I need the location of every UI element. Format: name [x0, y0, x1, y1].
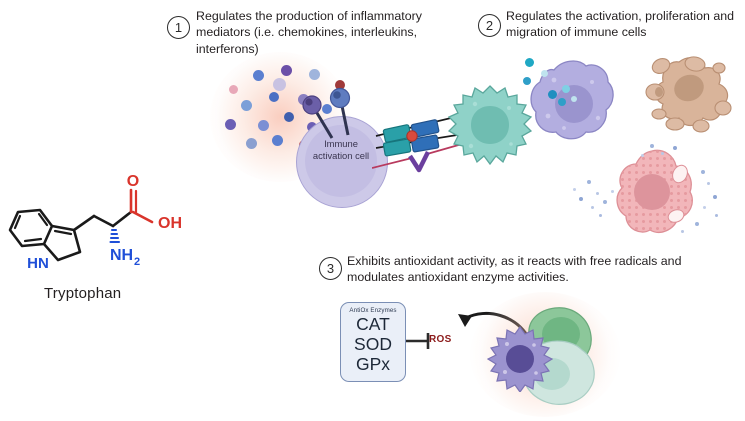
panel-2-number-badge: 2 — [478, 14, 501, 37]
tryptophan-label: Tryptophan — [44, 285, 122, 302]
enzyme-gpx: GPx — [355, 354, 391, 374]
panel-2-number: 2 — [478, 14, 501, 37]
tryptophan-svg: HN O OH NH 2 — [8, 173, 182, 272]
enzyme-cat: CAT — [356, 314, 390, 334]
panel-3-number-badge: 3 — [319, 257, 342, 280]
inhibition-arrow — [406, 333, 430, 349]
panel-3-number: 3 — [319, 257, 342, 280]
panel-2-text: Regulates the activation, proliferation … — [506, 9, 734, 40]
purple-spiky-cell — [486, 325, 554, 394]
antiox-enzyme-box: AntiOx Enzymes CAT SOD GPx — [340, 302, 406, 382]
immune-cell-label: Immune activation cell — [312, 138, 370, 161]
immune-activation-cell: Immune activation cell — [296, 116, 388, 208]
amine-label: NH — [110, 247, 133, 264]
panel-1-number: 1 — [167, 16, 190, 39]
panel-1-text: Regulates the production of inflammatory… — [196, 9, 422, 56]
enzyme-box-header: AntiOx Enzymes — [349, 307, 397, 314]
immune-cell-nucleus — [305, 125, 377, 197]
scattered-microparticles — [555, 140, 745, 245]
immune-cell-receptors — [302, 87, 351, 139]
carbonyl-oxygen-label: O — [127, 173, 139, 190]
tryptophan-structure: HN O OH NH 2 — [0, 168, 205, 278]
enzyme-sod: SOD — [354, 334, 392, 354]
amine-subscript: 2 — [134, 256, 140, 268]
granular-pink-cell — [612, 148, 696, 236]
panel-3-text: Exhibits antioxidant activity, as it rea… — [347, 254, 682, 285]
macrophage-released-dots — [520, 52, 590, 106]
panel-1-number-badge: 1 — [167, 16, 190, 39]
amoeboid-tan-cell — [645, 52, 737, 136]
indole-nh-label: HN — [27, 255, 49, 272]
stereo-hash — [109, 228, 121, 244]
teal-target-cell — [447, 84, 533, 170]
ros-label: ROS — [429, 334, 452, 345]
free-receptor-dot — [273, 78, 286, 91]
hydroxyl-label: OH — [158, 215, 182, 232]
